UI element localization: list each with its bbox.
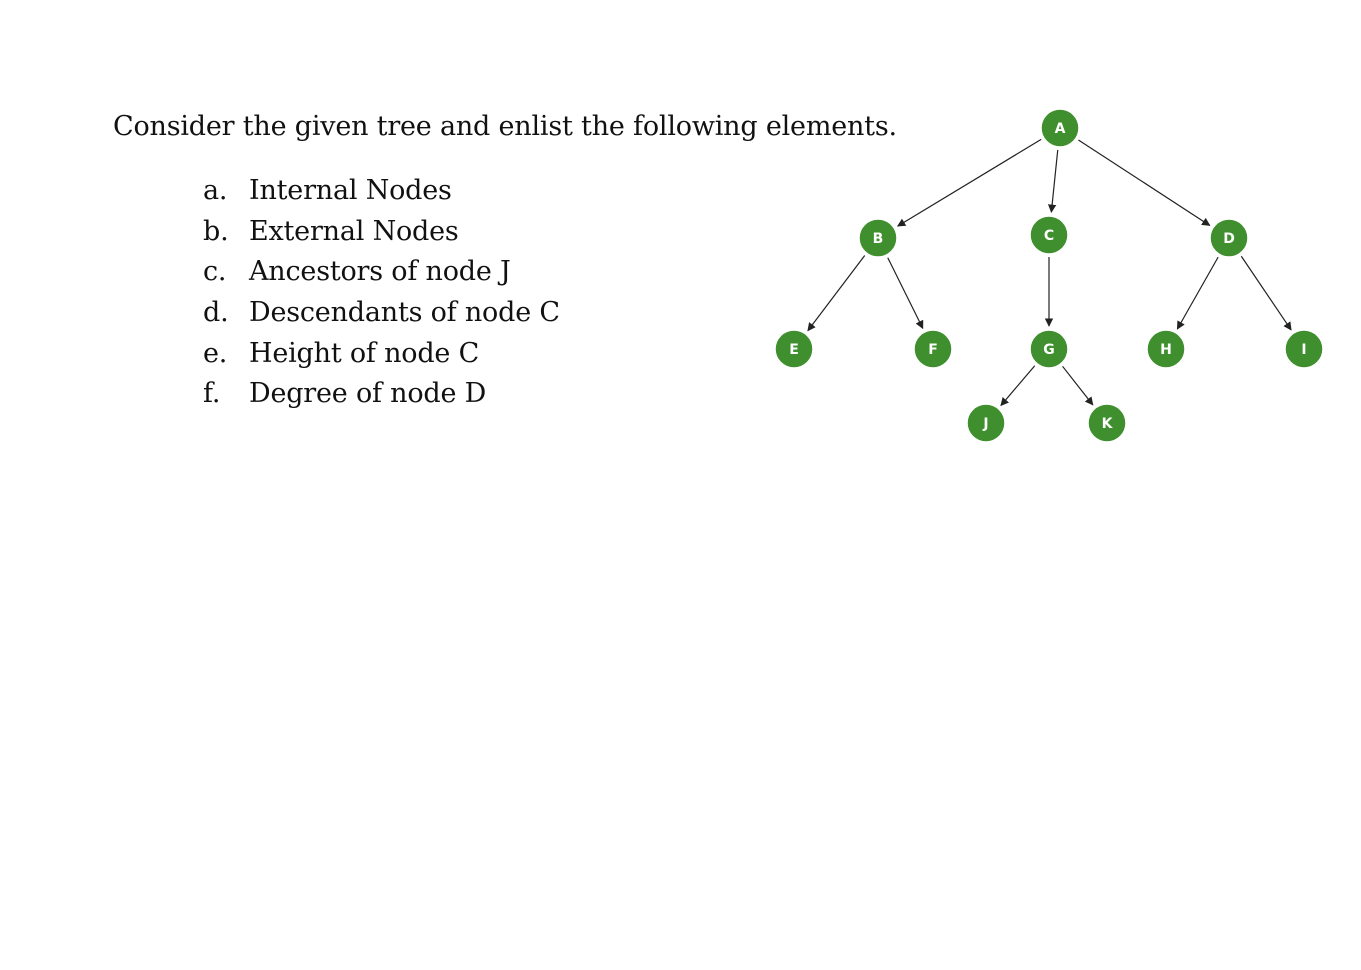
node-label: C xyxy=(1044,228,1054,244)
edge-d-h xyxy=(1176,256,1219,330)
edge-g-k xyxy=(1062,365,1094,406)
task-text: Height of node C xyxy=(249,337,480,369)
task-text: External Nodes xyxy=(249,215,459,247)
task-text: Ancestors of node J xyxy=(249,256,511,288)
tree-node-h: H xyxy=(1146,329,1186,369)
task-letter: c. xyxy=(203,256,227,288)
node-circle xyxy=(966,403,1006,443)
task-item-a: a. Internal Nodes xyxy=(203,170,560,211)
node-circle xyxy=(1029,329,1069,369)
tree-node-i: I xyxy=(1284,329,1324,369)
edge-b-f xyxy=(887,257,924,330)
tree-node-d: D xyxy=(1209,218,1249,258)
node-label: K xyxy=(1102,416,1114,432)
edge-d-i xyxy=(1240,255,1292,331)
task-item-d: d. Descendants of node C xyxy=(203,292,560,333)
task-letter: a. xyxy=(203,174,228,206)
node-label: G xyxy=(1043,342,1055,358)
tree-node-k: K xyxy=(1087,403,1127,443)
task-letter: d. xyxy=(203,296,229,328)
task-list: a. Internal Nodes b. External Nodes c. A… xyxy=(203,170,560,414)
tree-node-f: F xyxy=(913,329,953,369)
node-label: H xyxy=(1160,342,1172,358)
tree-diagram: A B C D E F G H I J K xyxy=(774,108,1324,443)
node-circle xyxy=(774,329,814,369)
edge-g-j xyxy=(1000,365,1036,407)
tree-nodes: A B C D E F G H I J K xyxy=(774,108,1324,443)
tree-node-b: B xyxy=(858,218,898,258)
task-text: Descendants of node C xyxy=(249,296,560,328)
node-label: D xyxy=(1223,231,1235,247)
tree-node-g: G xyxy=(1029,329,1069,369)
task-item-f: f. Degree of node D xyxy=(203,373,560,414)
node-label: F xyxy=(928,342,938,358)
task-letter: e. xyxy=(203,337,228,369)
task-item-c: c. Ancestors of node J xyxy=(203,251,560,292)
node-circle xyxy=(1087,403,1127,443)
edge-a-d xyxy=(1078,139,1211,226)
tree-node-c: C xyxy=(1029,215,1069,255)
node-circle xyxy=(913,329,953,369)
node-circle xyxy=(858,218,898,258)
task-letter: f. xyxy=(203,378,221,410)
node-label: E xyxy=(789,342,799,358)
node-label: J xyxy=(982,416,988,432)
task-text: Internal Nodes xyxy=(249,174,452,206)
edge-b-e xyxy=(807,255,866,332)
task-item-b: b. External Nodes xyxy=(203,211,560,252)
node-circle xyxy=(1029,215,1069,255)
edge-a-b xyxy=(896,138,1042,227)
node-label: B xyxy=(873,231,884,247)
node-label: I xyxy=(1301,342,1306,358)
task-letter: b. xyxy=(203,215,229,247)
node-label: A xyxy=(1055,121,1066,137)
question-text: Consider the given tree and enlist the f… xyxy=(113,111,897,142)
tree-node-a: A xyxy=(1040,108,1080,148)
task-text: Degree of node D xyxy=(249,378,487,410)
node-circle xyxy=(1146,329,1186,369)
node-circle xyxy=(1209,218,1249,258)
node-circle xyxy=(1040,108,1080,148)
edge-a-c xyxy=(1047,149,1059,213)
tree-node-j: J xyxy=(966,403,1006,443)
tree-edges xyxy=(807,138,1292,407)
node-circle xyxy=(1284,329,1324,369)
tree-node-e: E xyxy=(774,329,814,369)
task-item-e: e. Height of node C xyxy=(203,333,560,374)
